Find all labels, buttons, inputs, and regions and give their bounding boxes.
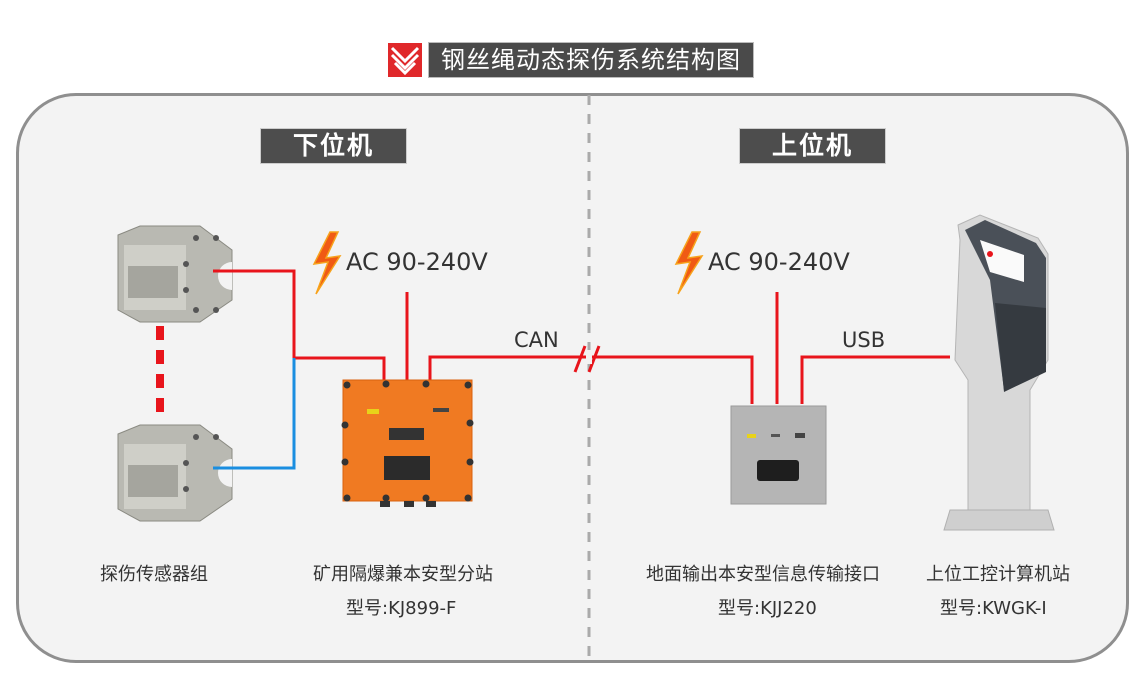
- power-label-right: AC 90-240V: [708, 248, 850, 276]
- device-name-substation: 矿用隔爆兼本安型分站: [313, 564, 493, 585]
- device-model-substation: 型号:KJ899-F: [346, 598, 457, 619]
- lightning-bolt-icon-right: [674, 231, 704, 295]
- usb-wire: [800, 355, 950, 404]
- can-label: CAN: [514, 328, 559, 352]
- device-name-sensor-group: 探伤传感器组: [100, 564, 208, 585]
- substation-device: [341, 379, 474, 507]
- section-label-upper: 上位机: [739, 128, 886, 164]
- computer-kiosk-device: [943, 214, 1055, 531]
- title-text: 钢丝绳动态探伤系统结构图: [428, 42, 754, 78]
- sensor-wire-blue: [213, 358, 296, 470]
- device-name-interface: 地面输出本安型信息传输接口: [646, 564, 880, 585]
- sensor-device-top: [117, 225, 233, 323]
- diagram-title: 钢丝绳动态探伤系统结构图: [388, 41, 754, 79]
- sensor-wire-red: [213, 269, 386, 380]
- interface-device: [730, 405, 827, 505]
- device-name-computer: 上位工控计算机站: [926, 564, 1070, 585]
- power-label-left: AC 90-240V: [346, 248, 488, 276]
- device-model-computer: 型号:KWGK-I: [940, 598, 1047, 619]
- red-chevron-logo-icon: [388, 43, 422, 77]
- diagram-panel: [16, 93, 1129, 663]
- section-label-lower: 下位机: [260, 128, 407, 164]
- usb-label: USB: [842, 328, 886, 352]
- lightning-bolt-icon-left: [312, 231, 342, 295]
- device-model-interface: 型号:KJJ220: [718, 598, 817, 619]
- can-break-mark: [573, 345, 587, 373]
- sensor-device-bottom: [117, 424, 233, 522]
